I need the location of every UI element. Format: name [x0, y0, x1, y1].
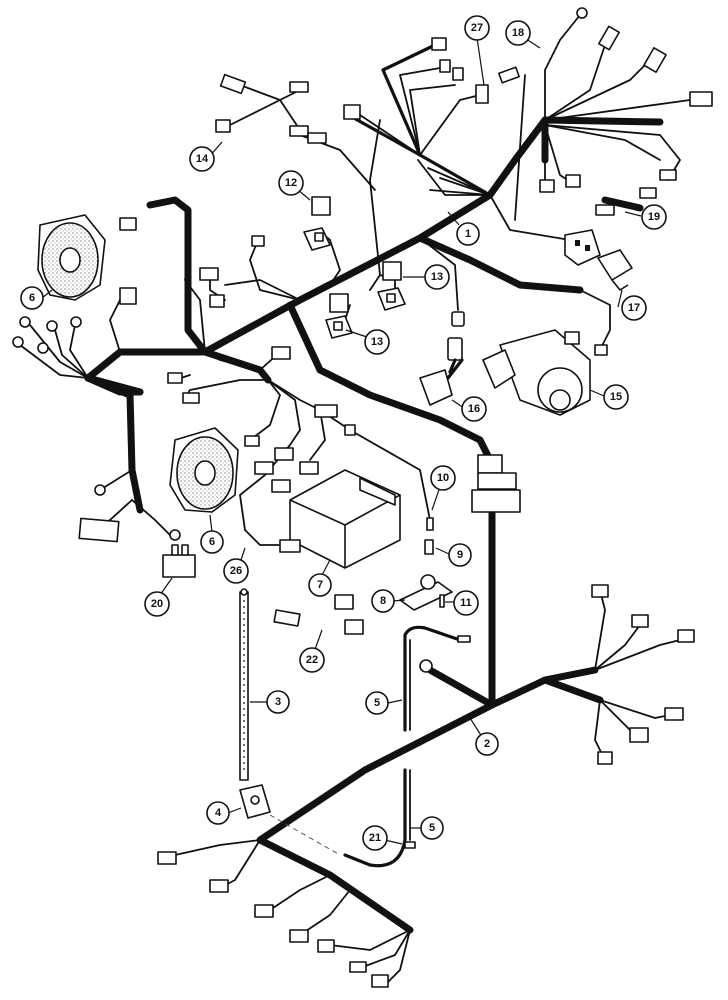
cable-5b	[343, 768, 416, 868]
callout-5a-label: 5	[374, 697, 380, 709]
callout-18: 18	[505, 20, 531, 46]
callout-1: 1	[456, 222, 480, 246]
callout-5b-label: 5	[429, 822, 435, 834]
callout-21-label: 21	[369, 832, 381, 844]
callout-22: 22	[299, 647, 325, 673]
relay-block	[564, 229, 601, 266]
dome-light-bracket	[239, 784, 271, 819]
callout-14-label: 14	[196, 153, 209, 165]
callout-15-label: 15	[610, 391, 622, 403]
antenna-mast	[239, 588, 249, 781]
callout-13b-label: 13	[371, 336, 383, 348]
callout-1-label: 1	[465, 228, 471, 240]
leader-lines	[41, 34, 642, 845]
radio-module	[289, 469, 401, 569]
callout-13b: 13	[364, 329, 390, 355]
callout-7-label: 7	[317, 579, 323, 591]
toggle-switch	[419, 311, 465, 406]
callout-14: 14	[189, 146, 215, 172]
callout-2: 2	[475, 732, 499, 756]
callout-17: 17	[621, 295, 647, 321]
callout-6b: 6	[200, 530, 224, 554]
callout-19-label: 19	[648, 211, 660, 223]
ring-terminals	[12, 7, 588, 673]
sender-bracket	[399, 517, 453, 611]
callout-4-label: 4	[215, 807, 222, 819]
callout-9: 9	[448, 543, 472, 567]
callout-27-label: 27	[471, 22, 483, 34]
rocker-switch	[597, 249, 633, 291]
callout-20-label: 20	[151, 598, 163, 610]
wiper-motor	[482, 329, 591, 416]
callout-12: 12	[278, 170, 304, 196]
speaker-right	[169, 427, 239, 513]
callout-5a: 5	[365, 691, 389, 715]
callout-8-label: 8	[380, 595, 386, 607]
callout-11: 11	[453, 590, 479, 616]
callout-10: 10	[430, 465, 456, 491]
callout-18-label: 18	[512, 27, 524, 39]
callout-11-label: 11	[460, 597, 472, 609]
callout-27: 27	[464, 15, 490, 41]
callout-17-label: 17	[628, 302, 640, 314]
callout-9-label: 9	[457, 549, 463, 561]
callout-5b: 5	[420, 816, 444, 840]
callout-26-label: 26	[230, 565, 242, 577]
callouts: 1 2 3 4 5 5 6 6 7 8 9 10 11 12 13 13 14 …	[20, 15, 667, 851]
callout-19: 19	[641, 204, 667, 230]
callout-6b-label: 6	[209, 536, 215, 548]
callout-26: 26	[223, 558, 249, 584]
callout-22-label: 22	[306, 654, 318, 666]
callout-3-label: 3	[275, 696, 281, 708]
callout-13a-label: 13	[431, 271, 443, 283]
callout-3: 3	[266, 690, 290, 714]
callout-16-label: 16	[468, 403, 480, 415]
harness-connector	[471, 454, 521, 513]
callout-4: 4	[206, 801, 230, 825]
callout-6a: 6	[20, 286, 44, 310]
callout-16: 16	[461, 396, 487, 422]
upper-harness	[19, 14, 691, 546]
relay-13a	[377, 261, 406, 311]
cable-5a	[403, 625, 471, 732]
callout-7: 7	[308, 573, 332, 597]
relay-13b	[325, 293, 353, 339]
callout-6a-label: 6	[29, 292, 35, 304]
switch-module-20	[162, 544, 196, 578]
callout-8: 8	[371, 589, 395, 613]
callout-20: 20	[144, 591, 170, 617]
callout-2-label: 2	[484, 738, 490, 750]
lower-harness	[174, 491, 681, 986]
connectors	[78, 25, 713, 988]
callout-12-label: 12	[285, 177, 297, 189]
callout-10-label: 10	[437, 472, 449, 484]
relay-12	[303, 196, 331, 251]
speaker-left	[37, 214, 106, 301]
callout-13a: 13	[424, 264, 450, 290]
callout-15: 15	[603, 384, 629, 410]
callout-21: 21	[362, 825, 388, 851]
